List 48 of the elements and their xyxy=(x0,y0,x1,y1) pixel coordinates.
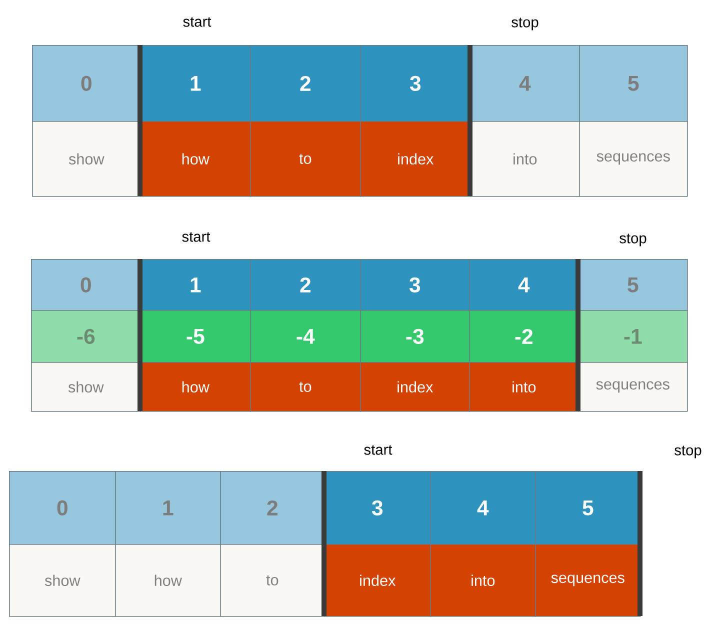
index-cell: 5 xyxy=(579,45,688,122)
word-cell: index xyxy=(360,121,471,197)
word-cell: into xyxy=(430,544,536,617)
slice-bound-label: stop xyxy=(512,18,538,30)
index-cell: 1 xyxy=(115,471,221,545)
word-cell: sequences xyxy=(579,121,688,197)
index-cell: 4 xyxy=(430,471,536,545)
word-cell: how xyxy=(115,544,221,617)
index-cell: 0 xyxy=(9,471,116,545)
index-cell: 4 xyxy=(470,45,580,122)
word-cell: index xyxy=(360,362,470,412)
negative-index-cell: -4 xyxy=(250,310,361,363)
index-cell: 0 xyxy=(31,259,141,311)
negative-index-cell: -2 xyxy=(469,310,579,363)
word-cell: how xyxy=(140,121,251,197)
negative-index-cell: -1 xyxy=(578,310,688,363)
word-cell: to xyxy=(250,121,361,197)
index-cell: 5 xyxy=(578,259,688,311)
index-cell: 2 xyxy=(220,471,325,545)
word-cell: into xyxy=(469,362,579,412)
index-cell: 2 xyxy=(250,259,361,311)
word-cell: how xyxy=(140,362,251,412)
word-cell: show xyxy=(31,362,141,412)
negative-index-cell: -3 xyxy=(360,310,470,363)
index-cell: 0 xyxy=(32,45,141,122)
index-cell: 1 xyxy=(140,45,251,122)
word-cell: sequences xyxy=(578,362,688,412)
index-cell: 5 xyxy=(535,471,641,545)
index-cell: 3 xyxy=(360,259,470,311)
word-cell: show xyxy=(32,121,141,197)
word-cell: to xyxy=(220,544,325,617)
negative-index-cell: -5 xyxy=(140,310,251,363)
slice-bound-label: start xyxy=(183,17,212,27)
index-cell: 3 xyxy=(324,471,431,545)
index-cell: 1 xyxy=(140,259,251,311)
negative-index-cell: -6 xyxy=(31,310,141,363)
slice-bound-label: start xyxy=(182,232,210,242)
slice-bound-label: stop xyxy=(620,234,646,246)
word-cell: sequences xyxy=(535,544,641,617)
word-cell: index xyxy=(324,544,431,617)
slice-bound-label: start xyxy=(364,445,392,455)
index-cell: 3 xyxy=(360,45,471,122)
word-cell: into xyxy=(470,121,580,197)
slice-bound-label: stop xyxy=(674,446,702,458)
word-cell: to xyxy=(250,362,361,412)
index-cell: 2 xyxy=(250,45,361,122)
word-cell: show xyxy=(9,544,116,617)
index-cell: 4 xyxy=(469,259,579,311)
